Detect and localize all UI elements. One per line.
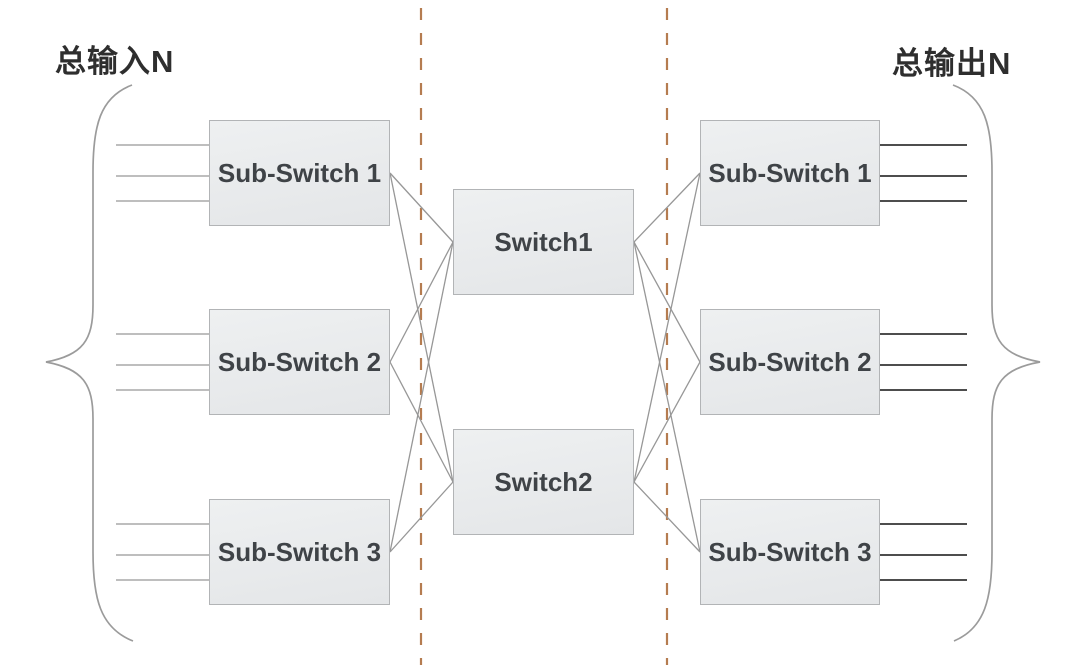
node-left-sub-switch-2: Sub-Switch 2 [209, 309, 390, 415]
node-label: Sub-Switch 2 [217, 346, 382, 377]
node-label: Sub-Switch 3 [708, 536, 872, 567]
node-right-sub-switch-3: Sub-Switch 3 [700, 499, 880, 605]
input-group-brace [45, 84, 134, 642]
node-left-sub-switch-3: Sub-Switch 3 [209, 499, 390, 605]
node-left-sub-switch-1: Sub-Switch 1 [209, 120, 390, 226]
node-label: Sub-Switch 1 [217, 157, 382, 188]
node-right-sub-switch-2: Sub-Switch 2 [700, 309, 880, 415]
connections-left-to-middle [389, 172, 454, 553]
node-label: Sub-Switch 3 [217, 536, 382, 567]
connections-middle-to-right [633, 172, 701, 553]
node-label: Switch2 [494, 466, 593, 497]
node-label: Sub-Switch 2 [708, 346, 872, 377]
output-group-brace [952, 84, 1041, 642]
node-right-sub-switch-1: Sub-Switch 1 [700, 120, 880, 226]
output-trunk-lines [880, 144, 967, 581]
total-input-label: 总输入N [55, 44, 175, 79]
node-label: Switch1 [494, 226, 593, 257]
total-output-label: 总输出N [892, 46, 1012, 81]
node-switch-2: Switch2 [453, 429, 634, 535]
node-label: Sub-Switch 1 [708, 157, 872, 188]
input-trunk-lines [116, 144, 209, 581]
node-switch-1: Switch1 [453, 189, 634, 295]
